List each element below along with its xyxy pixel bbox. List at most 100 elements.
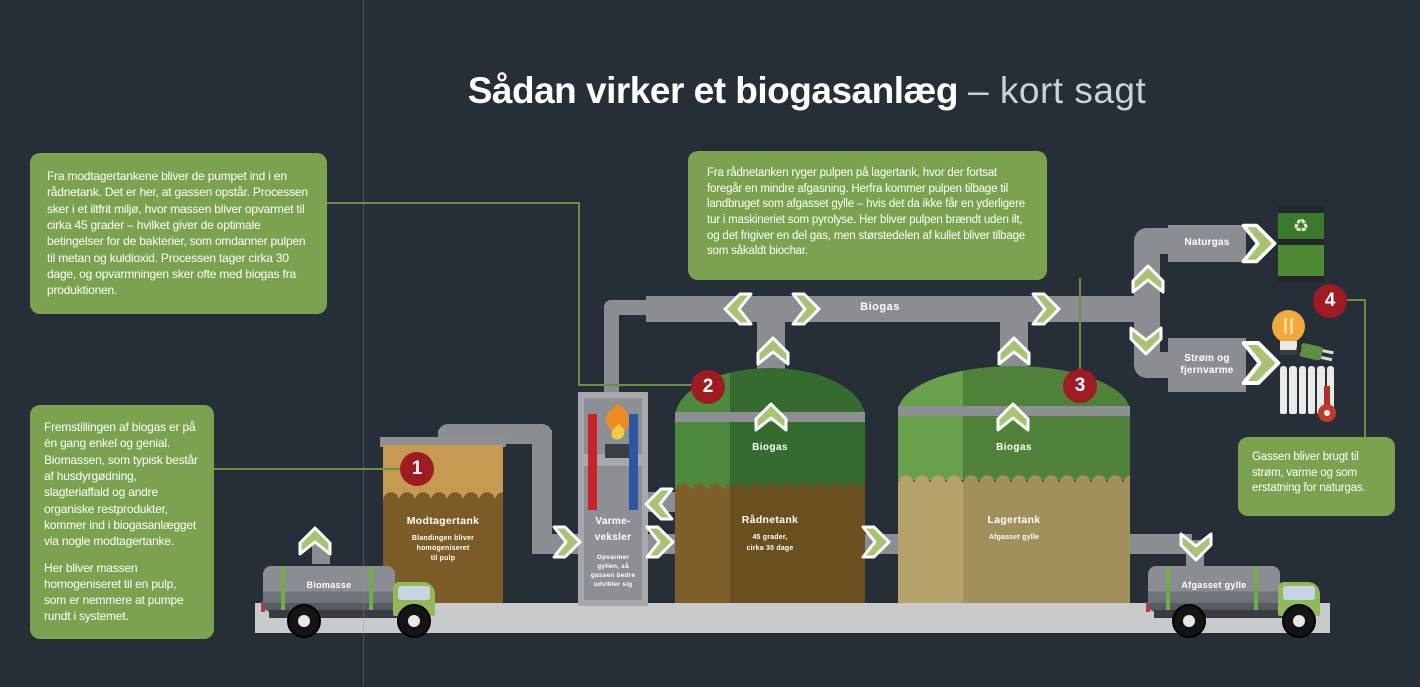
digestate-truck: Afgasset gylle bbox=[1146, 556, 1323, 638]
bulb-filament bbox=[1290, 318, 1293, 334]
flow-chevron-right-icon bbox=[791, 292, 821, 326]
truck-stripe bbox=[369, 566, 373, 612]
heat-exchanger-sub3: gassen bedre bbox=[590, 572, 636, 579]
flow-chevron-up-icon bbox=[298, 526, 332, 556]
radiator-valve-icon bbox=[1318, 404, 1336, 422]
output-elbow-top bbox=[1134, 228, 1174, 254]
step-badge-1: 1 bbox=[400, 452, 434, 486]
receiving-tank-label: Modtagertank bbox=[406, 515, 480, 527]
connector-digester-v bbox=[578, 202, 580, 386]
truck-cab bbox=[1278, 582, 1320, 616]
digester-wave-right bbox=[730, 482, 865, 490]
flow-chevron-right-icon bbox=[552, 525, 582, 559]
receiving-tank-sub3: til pulp bbox=[430, 555, 456, 562]
page-fold-line bbox=[363, 0, 364, 687]
heat-exchanger-sub1: Opvarmer bbox=[596, 554, 630, 561]
flow-chevron-left-icon bbox=[723, 292, 753, 326]
valve-center bbox=[1324, 410, 1330, 416]
heat-exchanger-sub2: gyllen, så bbox=[597, 563, 629, 570]
digester-sub2: cirka 30 dage bbox=[746, 545, 794, 552]
callout-storage-text: Fra rådnetanken ryger pulpen på lagertan… bbox=[707, 167, 1025, 258]
light-bulb-icon bbox=[1270, 310, 1310, 356]
heat-exchanger-sub4: udvikler sig bbox=[593, 581, 633, 588]
cold-pipe-blue-bar bbox=[629, 414, 638, 510]
bulb-glass bbox=[1272, 310, 1305, 343]
truck-chassis bbox=[269, 610, 421, 618]
connector-intro-h bbox=[214, 468, 418, 470]
naturgas-banner: Naturgas bbox=[1168, 225, 1246, 262]
receiving-tank-wave bbox=[383, 491, 503, 499]
flow-chevron-down-icon bbox=[1179, 532, 1213, 562]
radiator-fin bbox=[1298, 366, 1306, 414]
connector-storage-v bbox=[1079, 278, 1081, 386]
biomass-truck-label: Biomasse bbox=[306, 580, 352, 590]
page-title: Sådan virker et biogasanlæg– kort sagt bbox=[457, 70, 1157, 112]
truck-wheel bbox=[397, 604, 431, 638]
radiator-fin bbox=[1289, 366, 1297, 414]
bulb-neck bbox=[1280, 341, 1297, 350]
barrel-band bbox=[1278, 245, 1324, 276]
digester-gas-label: Biogas bbox=[752, 442, 788, 453]
storage-wave-left bbox=[898, 474, 963, 482]
storage-sub1: Afgasset gylle bbox=[988, 534, 1040, 541]
step-badge-4: 4 bbox=[1313, 284, 1347, 318]
connector-usage-h bbox=[1347, 299, 1366, 301]
radiator-fin bbox=[1307, 366, 1316, 414]
flow-chevron-up-icon bbox=[997, 336, 1031, 366]
plug-prong bbox=[1320, 355, 1333, 362]
connector-usage-v bbox=[1364, 299, 1366, 439]
flow-chevron-down-icon bbox=[1129, 326, 1163, 356]
bulb-base bbox=[1280, 350, 1297, 355]
heat-exchanger-riser-pipe bbox=[604, 306, 619, 398]
gas-barrel-icon: ♻ bbox=[1278, 206, 1324, 282]
receiving-tank-sub1: Blandingen bliver bbox=[411, 535, 475, 542]
truck-wheel bbox=[287, 604, 321, 638]
callout-usage-text: Gassen bliver brugt til strøm, varme og … bbox=[1252, 451, 1366, 495]
radiator-fin bbox=[1317, 366, 1325, 414]
barrel-rim bbox=[1278, 276, 1324, 282]
flow-chevron-right-icon bbox=[861, 525, 891, 559]
barrel-rim bbox=[1278, 239, 1324, 245]
step-badge-3: 3 bbox=[1063, 369, 1097, 403]
truck-chassis bbox=[1154, 610, 1306, 618]
heat-exchanger-label-1: Varme- bbox=[595, 516, 631, 527]
truck-window bbox=[1283, 586, 1315, 600]
receiving-tank-sub2: homogeniseret bbox=[416, 545, 470, 552]
power-heat-banner: Strøm og fjernvarme bbox=[1168, 338, 1246, 392]
heat-exchanger-riser-elbow bbox=[604, 300, 654, 315]
truck-stripe bbox=[1254, 566, 1258, 612]
step-badge-2: 2 bbox=[691, 370, 725, 404]
flow-chevron-up-icon bbox=[996, 402, 1030, 432]
storage-wave-right bbox=[963, 474, 1130, 482]
flow-chevron-up-icon bbox=[756, 336, 790, 366]
connector-digester-h2 bbox=[578, 384, 698, 386]
radiator-fin bbox=[1326, 366, 1334, 414]
flow-chevron-left-icon bbox=[644, 487, 674, 521]
storage-outlet-pipe bbox=[1128, 534, 1192, 554]
truck-stripe bbox=[281, 566, 285, 612]
flame-base bbox=[605, 444, 631, 458]
radiator-fin bbox=[1280, 366, 1288, 414]
callout-usage: Gassen bliver brugt til strøm, varme og … bbox=[1238, 437, 1395, 516]
bulb-filament bbox=[1284, 318, 1287, 334]
digester-gas-space bbox=[675, 422, 865, 490]
hot-pipe-red-bar bbox=[588, 414, 597, 510]
digestate-truck-label: Afgasset gylle bbox=[1181, 580, 1247, 590]
callout-digester: Fra modtagertankene bliver de pumpet ind… bbox=[30, 153, 327, 314]
naturgas-arrowhead-icon bbox=[1241, 223, 1277, 264]
storage-gas-space bbox=[898, 416, 1130, 480]
truck-wheel bbox=[1282, 604, 1316, 638]
callout-storage: Fra rådnetanken ryger pulpen på lagertan… bbox=[688, 151, 1047, 280]
power-heat-banner-line2: fjernvarme bbox=[1180, 365, 1234, 376]
page-title-suffix: – kort sagt bbox=[968, 70, 1147, 111]
flow-chevron-up-icon bbox=[754, 402, 788, 432]
flow-chevron-right-icon bbox=[645, 525, 675, 559]
connector-digester-h1 bbox=[327, 202, 580, 204]
truck-tank bbox=[263, 566, 395, 612]
biogas-pipe-label: Biogas bbox=[860, 301, 900, 313]
truck-wheel bbox=[1172, 604, 1206, 638]
barrel-rim bbox=[1278, 206, 1324, 213]
radiator-valve-stem bbox=[1324, 386, 1330, 406]
page-title-main: Sådan virker et biogasanlæg bbox=[467, 70, 959, 111]
